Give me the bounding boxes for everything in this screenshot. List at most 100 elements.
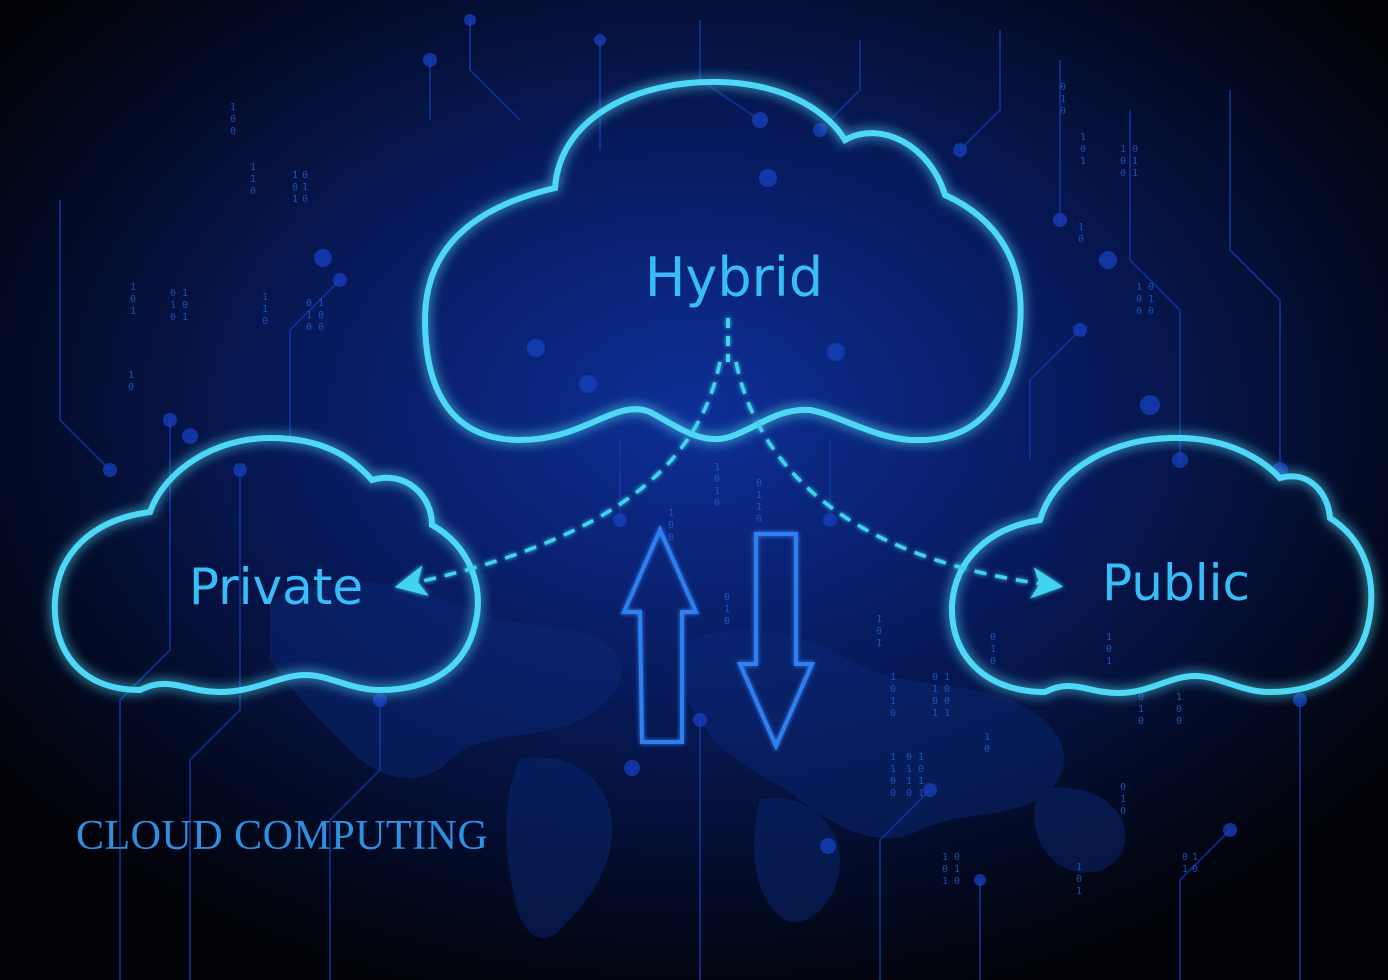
svg-text:1: 1	[1076, 862, 1082, 873]
svg-text:0: 0	[1192, 864, 1198, 875]
svg-text:0: 0	[302, 194, 308, 205]
private-cloud-outline	[51, 434, 481, 696]
svg-text:0: 0	[890, 708, 896, 719]
svg-text:0: 0	[944, 696, 950, 707]
svg-text:1: 1	[918, 752, 924, 763]
svg-text:0: 0	[756, 478, 762, 489]
svg-text:1: 1	[944, 708, 950, 719]
svg-text:0: 0	[890, 684, 896, 695]
svg-text:1: 1	[906, 764, 912, 775]
svg-text:1: 1	[182, 288, 188, 299]
svg-text:0: 0	[182, 300, 188, 311]
svg-text:1: 1	[318, 298, 324, 309]
svg-text:0: 0	[724, 616, 730, 627]
svg-text:1: 1	[944, 672, 950, 683]
svg-text:0: 0	[984, 744, 990, 755]
svg-text:1: 1	[668, 508, 674, 519]
svg-text:1: 1	[306, 310, 312, 321]
svg-text:0: 0	[954, 852, 960, 863]
svg-text:1: 1	[918, 776, 924, 787]
svg-text:0: 0	[1148, 306, 1154, 317]
svg-text:1: 1	[230, 102, 236, 113]
svg-text:0: 0	[1078, 234, 1084, 245]
svg-text:1: 1	[942, 876, 948, 887]
svg-text:1: 1	[1120, 794, 1126, 805]
svg-text:1: 1	[932, 684, 938, 695]
svg-text:0: 0	[1106, 644, 1112, 655]
svg-text:0: 0	[906, 788, 912, 799]
svg-text:0: 0	[1176, 716, 1182, 727]
svg-text:0: 0	[990, 632, 996, 643]
svg-text:0: 0	[1076, 874, 1082, 885]
svg-text:0: 0	[724, 592, 730, 603]
svg-text:1: 1	[170, 300, 176, 311]
connector-to-public	[734, 361, 1064, 599]
svg-text:0: 0	[1136, 294, 1142, 305]
hybrid-cloud-outline	[421, 78, 1024, 444]
svg-text:0: 0	[890, 788, 896, 799]
svg-text:1: 1	[724, 604, 730, 615]
svg-text:0: 0	[944, 684, 950, 695]
svg-text:0: 0	[230, 114, 236, 125]
hybrid-cloud: Hybrid	[421, 78, 1024, 444]
svg-text:0: 0	[876, 626, 882, 637]
svg-text:1: 1	[1176, 692, 1182, 703]
download-arrow	[736, 532, 816, 751]
private-cloud-label: Private	[189, 558, 363, 616]
svg-text:1: 1	[890, 696, 896, 707]
svg-text:1: 1	[918, 788, 924, 799]
svg-text:0: 0	[1120, 782, 1126, 793]
svg-text:1: 1	[1138, 704, 1144, 715]
svg-text:0: 0	[714, 498, 720, 509]
svg-text:0: 0	[250, 186, 256, 197]
svg-text:1: 1	[890, 672, 896, 683]
svg-text:0: 0	[668, 532, 674, 543]
svg-text:1: 1	[130, 282, 136, 293]
svg-text:0: 0	[668, 520, 674, 531]
svg-text:1: 1	[292, 194, 298, 205]
svg-text:1: 1	[1132, 156, 1138, 167]
svg-text:0: 0	[318, 310, 324, 321]
svg-text:1: 1	[1132, 168, 1138, 179]
svg-text:1: 1	[250, 162, 256, 173]
svg-text:1: 1	[1060, 94, 1066, 105]
svg-text:0: 0	[1132, 144, 1138, 155]
svg-text:1: 1	[302, 182, 308, 193]
hybrid-connectors	[394, 318, 1064, 599]
svg-text:1: 1	[1106, 656, 1112, 667]
circuit-pattern	[59, 20, 1301, 980]
page-title: CLOUD COMPUTING	[76, 813, 489, 859]
svg-text:0: 0	[306, 322, 312, 333]
hybrid-cloud-label: Hybrid	[645, 246, 823, 309]
svg-text:1: 1	[876, 614, 882, 625]
svg-text:0: 0	[170, 288, 176, 299]
svg-text:1: 1	[1182, 864, 1188, 875]
svg-text:0: 0	[1080, 144, 1086, 155]
svg-text:0: 0	[932, 696, 938, 707]
svg-text:0: 0	[990, 656, 996, 667]
svg-text:0: 0	[932, 672, 938, 683]
upload-arrow	[620, 525, 700, 744]
svg-text:0: 0	[306, 298, 312, 309]
svg-text:0: 0	[292, 182, 298, 193]
svg-text:0: 0	[1120, 168, 1126, 179]
svg-text:0: 0	[1182, 852, 1188, 863]
public-cloud-outline	[948, 434, 1375, 697]
svg-text:1: 1	[1106, 632, 1112, 643]
svg-text:0: 0	[714, 474, 720, 485]
svg-text:0: 0	[170, 312, 176, 323]
svg-text:0: 0	[942, 864, 948, 875]
svg-text:1: 1	[1136, 282, 1142, 293]
svg-text:1: 1	[262, 304, 268, 315]
svg-text:1: 1	[1080, 132, 1086, 143]
world-map	[270, 581, 1126, 939]
svg-text:1: 1	[890, 752, 896, 763]
svg-text:0: 0	[230, 126, 236, 137]
svg-text:0: 0	[1176, 704, 1182, 715]
svg-text:0: 0	[130, 294, 136, 305]
svg-text:1: 1	[130, 306, 136, 317]
svg-text:0: 0	[890, 776, 896, 787]
